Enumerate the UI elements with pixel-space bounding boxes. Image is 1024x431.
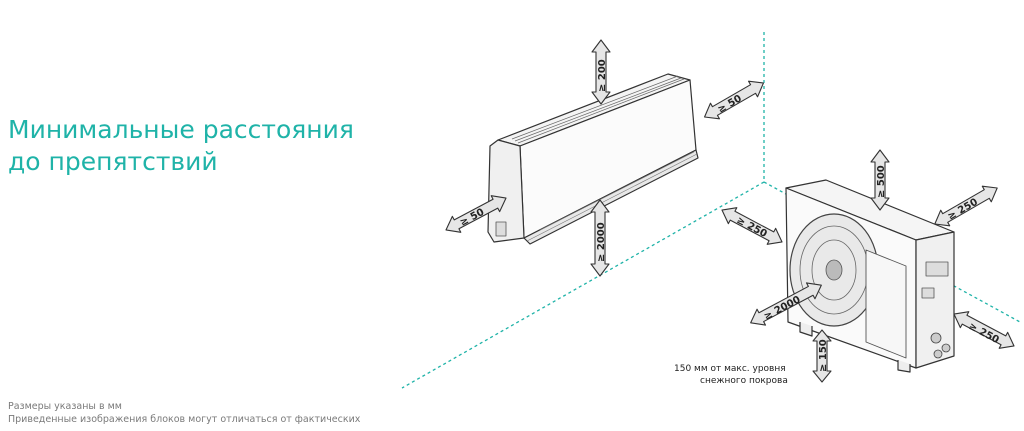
double-arrow-icon	[704, 80, 764, 120]
clearance-arrows	[445, 39, 1015, 383]
double-arrow-icon	[812, 329, 832, 383]
outdoor-top-label: ≥ 500	[876, 165, 887, 198]
double-arrow-icon	[870, 149, 890, 211]
outdoor-ac-unit-icon	[785, 179, 955, 373]
double-arrow-icon	[591, 39, 611, 105]
double-arrow-icon	[953, 311, 1015, 349]
double-arrow-icon	[590, 199, 610, 277]
footnote: Размеры указаны в мм Приведенные изображ…	[8, 400, 360, 426]
outdoor-left-label: ≥ 250	[735, 215, 769, 240]
footnote-units: Размеры указаны в мм	[8, 401, 122, 412]
footnote-disclaimer: Приведенные изображения блоков могут отл…	[8, 414, 361, 425]
double-arrow-icon	[934, 185, 998, 227]
double-arrow-icon	[445, 195, 507, 233]
snow-note-line-2: снежного покрова	[700, 376, 788, 386]
outdoor-rear-label: ≥ 250	[946, 197, 980, 223]
page-title: Минимальные расстояния до препятствий	[8, 114, 354, 178]
outdoor-bottom-label: ≥ 150	[818, 339, 829, 372]
double-arrow-icon	[750, 282, 822, 326]
double-arrow-icon	[721, 207, 783, 245]
indoor-top-label: ≥ 200	[597, 59, 608, 92]
indoor-ac-unit-icon	[487, 73, 699, 245]
title-line-1: Минимальные расстояния	[8, 115, 354, 144]
snow-note-line-1: 150 мм от макс. уровня	[674, 364, 786, 374]
indoor-bottom-label: ≥ 2000	[596, 222, 607, 262]
title-line-2: до препятствий	[8, 147, 218, 176]
